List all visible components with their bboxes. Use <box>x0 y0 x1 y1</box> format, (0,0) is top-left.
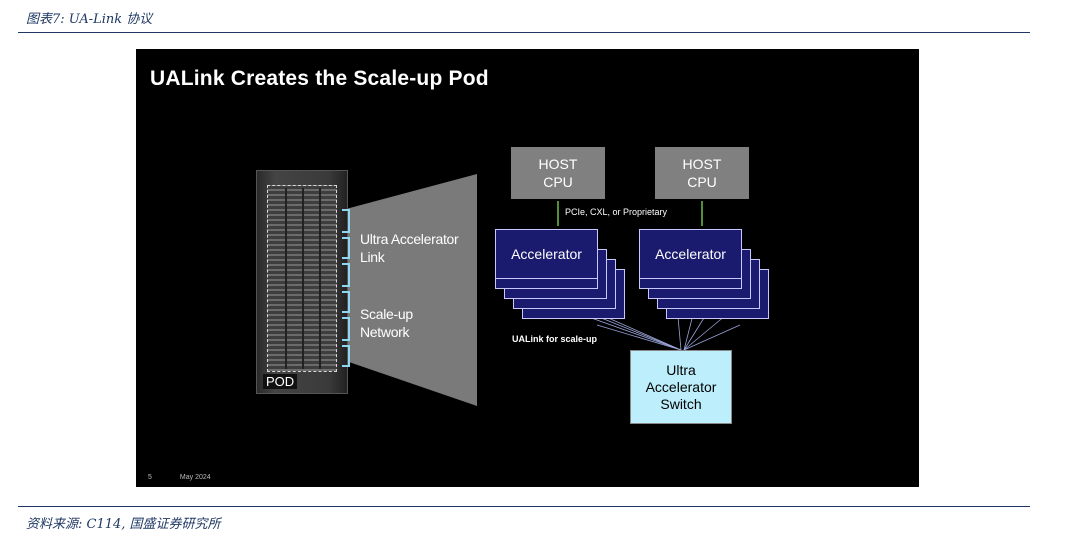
bottom-divider <box>18 506 1030 507</box>
slide-page-number: 5 <box>148 474 152 481</box>
rack-servers <box>267 185 337 372</box>
bracket <box>342 291 350 313</box>
slide-footer: 5 May 2024 <box>148 474 211 481</box>
accelerator-right: Accelerator <box>639 229 742 279</box>
zoom-projection <box>346 174 477 406</box>
ultra-accelerator-switch: Ultra Accelerator Switch <box>630 350 732 424</box>
server-rack: POD <box>256 170 348 394</box>
diagram-lines <box>346 174 741 406</box>
bracket <box>342 237 350 259</box>
bracket <box>342 317 350 341</box>
ualink-scaleup-label: UALink for scale-up <box>512 334 598 344</box>
bracket <box>342 263 350 287</box>
bracket <box>342 209 350 233</box>
figure-caption: 图表7: UA-Link 协议 <box>26 12 153 27</box>
accelerator-left: Accelerator <box>495 229 598 279</box>
slide: UALink Creates the Scale-up Pod POD <box>136 49 919 487</box>
slide-date: May 2024 <box>179 474 211 481</box>
pod-label: POD <box>263 374 298 389</box>
host-link-label: PCIe, CXL, or Proprietary <box>565 207 668 217</box>
bracket <box>342 345 350 367</box>
slide-title: UALink Creates the Scale-up Pod <box>150 67 489 90</box>
figure-source: 资料来源: C114, 国盛证券研究所 <box>26 517 221 532</box>
top-divider <box>18 32 1030 33</box>
